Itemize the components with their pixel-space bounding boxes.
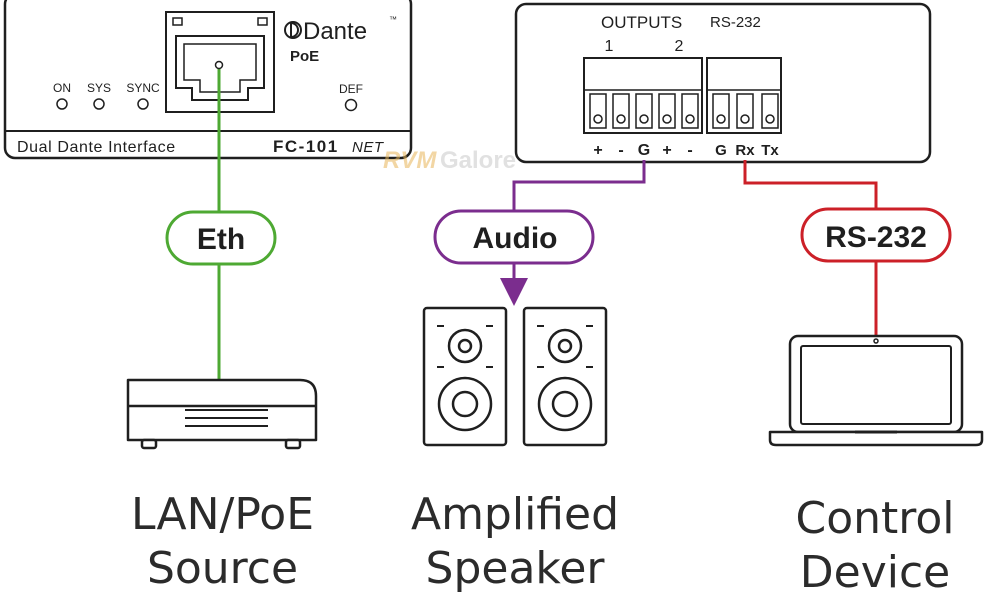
model-name: FC-101 (273, 137, 339, 156)
terminal-screw (716, 114, 726, 124)
terminal-screw (639, 114, 649, 124)
dante-logo: Dante ™ (284, 15, 397, 45)
led-sys (93, 98, 105, 110)
device-caption-control: Control Device (795, 493, 955, 598)
audio-pin-label: + (593, 142, 602, 159)
def-button (344, 98, 358, 112)
terminal-screws (589, 93, 779, 129)
watermark-rvm: RVM (383, 147, 437, 174)
watermark: RVM Galore (383, 147, 516, 174)
rs232-label: RS-232 (825, 221, 927, 254)
watermark-galore: Galore (440, 147, 516, 174)
def-label: DEF (339, 82, 363, 96)
serial-pin-label: Rx (735, 142, 755, 159)
audio-connection: Audio (433, 160, 646, 306)
rs232-connection: RS-232 (743, 160, 952, 336)
device-caption-lan: LAN/PoE Source (130, 489, 315, 594)
device-caption-speaker: Amplified Speaker (410, 489, 620, 594)
speaker-icon (422, 306, 508, 447)
serial-pin-label: G (715, 142, 727, 159)
terminal-screw (593, 114, 603, 124)
fc101-rear-panel: OUTPUTS RS-232 1 2 + - G + - G Rx Tx (514, 2, 932, 164)
rs232-header-label: RS-232 (710, 14, 761, 31)
poe-label: PoE (290, 48, 319, 65)
audio-pin-label: + (662, 142, 671, 159)
channel-2-label: 2 (675, 38, 684, 55)
serial-pin-label: Tx (761, 142, 779, 159)
speaker-icon (522, 306, 608, 447)
dante-trademark: ™ (389, 15, 397, 24)
audio-pin-label: - (687, 142, 692, 159)
led-on (56, 98, 68, 110)
model-suffix: NET (352, 139, 385, 156)
audio-pin-label: G (638, 142, 650, 159)
led-label-sys: SYS (87, 81, 111, 95)
eth-connection: Eth (165, 60, 277, 380)
router-icon (126, 378, 318, 450)
dante-brand: Dante (303, 18, 367, 45)
outputs-label-text: OUTPUTS (601, 13, 682, 32)
led-sync (137, 98, 149, 110)
eth-label: Eth (197, 223, 245, 256)
audio-pin-label: - (618, 142, 623, 159)
led-label-on: ON (53, 81, 71, 95)
outputs-label: OUTPUTS (601, 13, 682, 32)
audio-label: Audio (473, 222, 558, 255)
laptop-icon (768, 334, 984, 447)
terminal-screw (662, 114, 672, 124)
fc101-front-panel: ON SYS SYNC Dante ™ PoE DEF Dual Dante I… (3, 0, 413, 160)
terminal-screw (685, 114, 695, 124)
terminal-screw (765, 114, 775, 124)
led-label-sync: SYNC (126, 81, 160, 95)
terminal-screw (740, 114, 750, 124)
terminal-screw (616, 114, 626, 124)
product-description: Dual Dante Interface (17, 139, 176, 156)
channel-1-label: 1 (605, 38, 614, 55)
